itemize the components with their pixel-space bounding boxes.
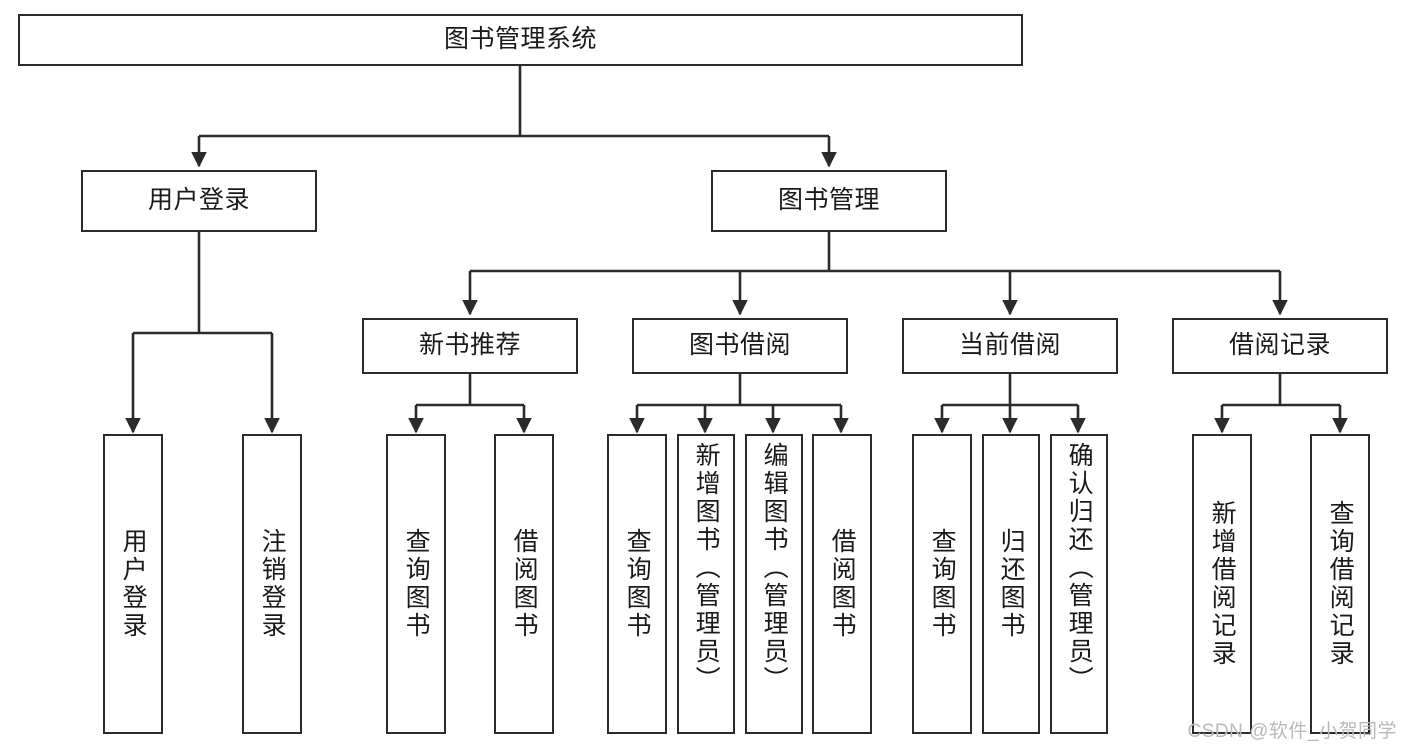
node-new-book-recommend[interactable]: 新书推荐 xyxy=(362,318,578,374)
node-user-login[interactable]: 用户登录 xyxy=(81,170,317,232)
node-leaf-edit-book-admin[interactable]: 编辑图书（管理员） xyxy=(745,434,803,734)
node-leaf-add-book-admin[interactable]: 新增图书（管理员） xyxy=(677,434,735,734)
node-leaf-return-books[interactable]: 归还图书 xyxy=(982,434,1040,734)
node-label: 借阅图书 xyxy=(510,528,539,640)
node-current-borrow[interactable]: 当前借阅 xyxy=(902,318,1118,374)
node-label: 借阅图书 xyxy=(828,528,857,640)
node-label: 用户登录 xyxy=(147,186,250,215)
node-label: 编辑图书（管理员） xyxy=(760,442,789,694)
node-leaf-confirm-return-admin[interactable]: 确认归还（管理员） xyxy=(1050,434,1108,734)
node-label: 查询图书 xyxy=(402,528,431,640)
node-leaf-user-login[interactable]: 用户登录 xyxy=(103,434,163,734)
node-leaf-query-borrow-record[interactable]: 查询借阅记录 xyxy=(1310,434,1370,734)
node-leaf-borrow-books-bookborrow[interactable]: 借阅图书 xyxy=(812,434,872,734)
node-label: 查询借阅记录 xyxy=(1326,500,1355,668)
node-leaf-query-books-newbooks[interactable]: 查询图书 xyxy=(386,434,446,734)
node-leaf-query-books-bookborrow[interactable]: 查询图书 xyxy=(607,434,667,734)
node-label: 图书借阅 xyxy=(688,331,791,360)
node-label: 查询图书 xyxy=(623,528,652,640)
node-label: 当前借阅 xyxy=(958,331,1061,360)
node-book-borrow[interactable]: 图书借阅 xyxy=(632,318,848,374)
node-label: 图书管理 xyxy=(777,186,880,215)
node-label: 图书管理系统 xyxy=(443,25,597,54)
node-label: 注销登录 xyxy=(258,528,287,640)
node-leaf-add-borrow-record[interactable]: 新增借阅记录 xyxy=(1192,434,1252,734)
node-leaf-borrow-books-newbooks[interactable]: 借阅图书 xyxy=(494,434,554,734)
node-label: 借阅记录 xyxy=(1228,331,1331,360)
node-borrow-records[interactable]: 借阅记录 xyxy=(1172,318,1388,374)
node-label: 查询图书 xyxy=(928,528,957,640)
node-leaf-logout[interactable]: 注销登录 xyxy=(242,434,302,734)
node-label: 用户登录 xyxy=(119,528,148,640)
node-leaf-query-books-current[interactable]: 查询图书 xyxy=(912,434,972,734)
node-label: 新增图书（管理员） xyxy=(692,442,721,694)
node-book-management[interactable]: 图书管理 xyxy=(711,170,947,232)
node-label: 新增借阅记录 xyxy=(1208,500,1237,668)
node-label: 归还图书 xyxy=(997,528,1026,640)
node-label: 确认归还（管理员） xyxy=(1065,442,1094,694)
watermark: CSDN @软件_小贺同学 xyxy=(1187,721,1397,742)
node-root-book-management-system[interactable]: 图书管理系统 xyxy=(18,14,1023,66)
node-label: 新书推荐 xyxy=(418,331,521,360)
